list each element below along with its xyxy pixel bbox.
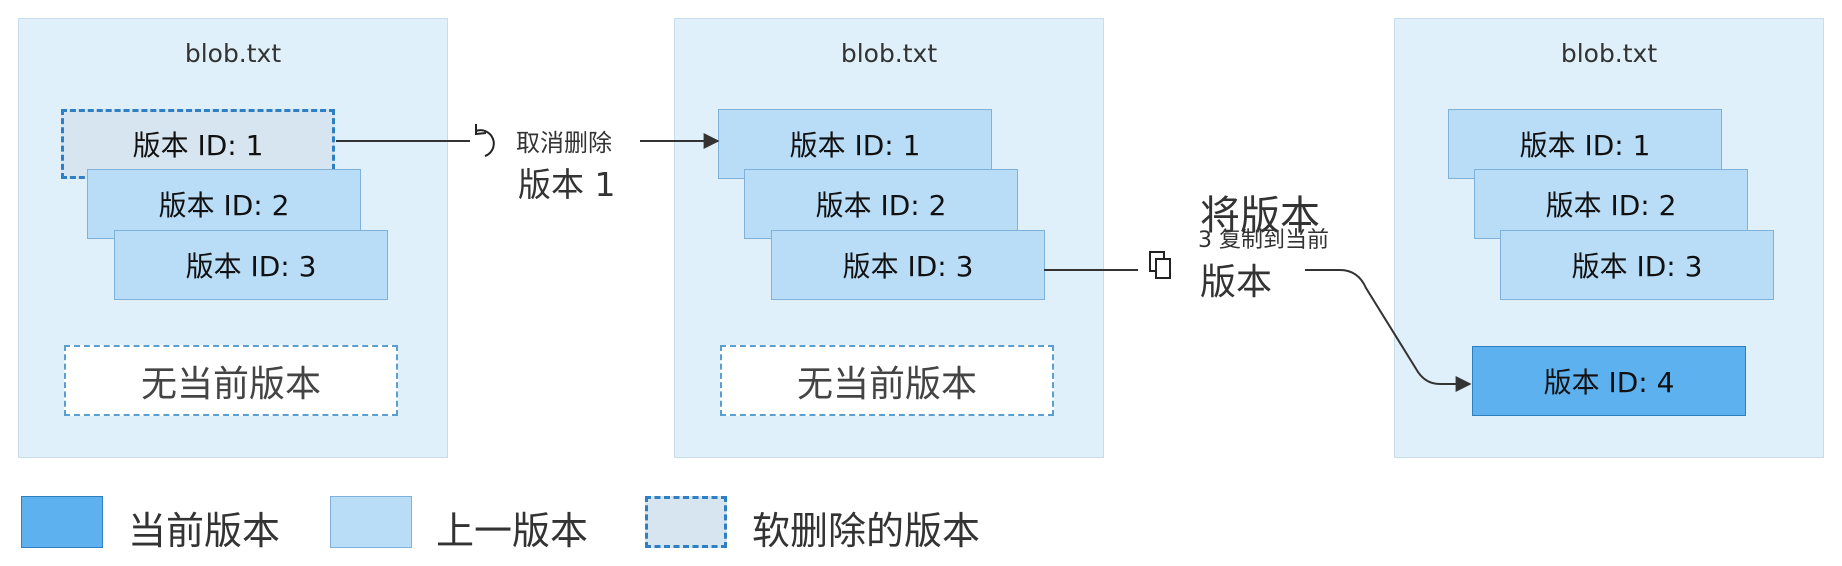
copy-action-label: 将版本: [1200, 193, 1320, 239]
version-label: 版本 ID: 1: [789, 129, 921, 162]
version-label: 版本 ID: 3: [842, 250, 974, 283]
legend-label-soft-deleted: 软删除的版本: [752, 509, 981, 553]
legend-swatch-soft-deleted: [645, 496, 727, 548]
panel-before-undelete: blob.txt 版本 ID: 1 版本 ID: 2 版本 ID: 3 无当前版…: [18, 18, 448, 458]
undelete-action-label: 取消删除: [516, 129, 612, 157]
panel-after-undelete: blob.txt 版本 ID: 1 版本 ID: 2 版本 ID: 3 无当前版…: [674, 18, 1104, 458]
version-label: 版本 ID: 3: [1571, 250, 1703, 283]
copy-action-target: 版本: [1200, 262, 1273, 303]
version-label: 版本 ID: 1: [1519, 129, 1651, 162]
undo-icon: [475, 124, 495, 157]
version-label: 版本 ID: 1: [132, 129, 264, 162]
blob-name: blob.txt: [840, 39, 938, 68]
previous-version-3[interactable]: 版本 ID: 3: [771, 230, 1045, 300]
previous-version-3[interactable]: 版本 ID: 3: [114, 230, 388, 300]
blob-name: blob.txt: [1560, 39, 1658, 68]
version-label: 版本 ID: 2: [1545, 189, 1677, 222]
legend-label-current: 当前版本: [128, 509, 281, 553]
version-label: 版本 ID: 2: [158, 189, 290, 222]
copy-action-detail: 3 复制到当前: [1198, 228, 1329, 253]
legend-swatch-current: [21, 496, 103, 548]
no-current-label: 无当前版本: [796, 363, 977, 405]
previous-version-2[interactable]: 版本 ID: 2: [744, 169, 1018, 239]
no-current-version: 无当前版本: [64, 345, 398, 416]
legend-label-previous: 上一版本: [436, 509, 589, 553]
previous-version-2[interactable]: 版本 ID: 2: [87, 169, 361, 239]
copy-icon: [1149, 251, 1171, 279]
copy-arrow: [1305, 269, 1472, 392]
version-label: 版本 ID: 4: [1543, 366, 1675, 399]
previous-version-3[interactable]: 版本 ID: 3: [1500, 230, 1774, 300]
no-current-label: 无当前版本: [140, 363, 321, 405]
version-label: 版本 ID: 3: [185, 250, 317, 283]
panel-after-copy: blob.txt 版本 ID: 1 版本 ID: 2 版本 ID: 3 版本 I…: [1394, 18, 1824, 458]
previous-version-1[interactable]: 版本 ID: 1: [1448, 109, 1722, 179]
previous-version-1[interactable]: 版本 ID: 1: [718, 109, 992, 179]
version-label: 版本 ID: 2: [815, 189, 947, 222]
no-current-version: 无当前版本: [720, 345, 1054, 416]
blob-name: blob.txt: [184, 39, 282, 68]
current-version-4[interactable]: 版本 ID: 4: [1472, 346, 1746, 416]
undelete-action-target: 版本 1: [518, 165, 616, 204]
legend-swatch-previous: [330, 496, 412, 548]
